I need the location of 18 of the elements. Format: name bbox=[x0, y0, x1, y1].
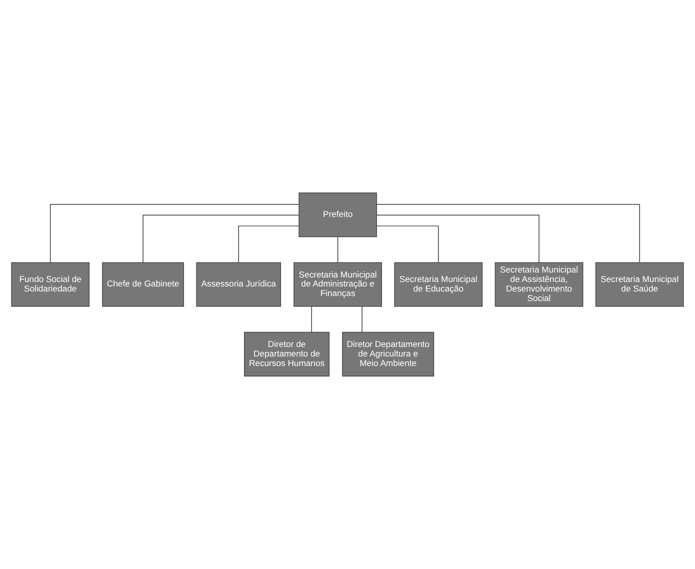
connector bbox=[311, 306, 312, 332]
connector bbox=[376, 226, 439, 263]
node-box: Fundo Social de Solidariedade bbox=[11, 262, 90, 307]
connector bbox=[238, 226, 300, 263]
node-box: Prefeito bbox=[298, 192, 377, 238]
connector bbox=[337, 236, 338, 263]
node-box: Chefe de Gabinete bbox=[102, 262, 184, 307]
node-box: Secretaria Municipal de Administração e Finanças bbox=[294, 262, 382, 307]
connector bbox=[376, 204, 640, 263]
node-box: Secretaria Municipal de Assistência, Desenvolvimento Social bbox=[494, 262, 584, 307]
node-box: Diretor Departamento de Agricultura e Meio Ambiente bbox=[342, 332, 434, 376]
connector bbox=[50, 204, 300, 263]
node-box: Diretor de Departamento de Recursos Humanos bbox=[244, 332, 330, 376]
connector bbox=[376, 214, 540, 263]
node-box: Assessoria Jurídica bbox=[196, 262, 282, 307]
node-box: Secretaria Municipal de Educação bbox=[394, 262, 483, 307]
node-box: Secretaria Municipal de Saúde bbox=[595, 262, 684, 307]
connector bbox=[142, 214, 300, 263]
